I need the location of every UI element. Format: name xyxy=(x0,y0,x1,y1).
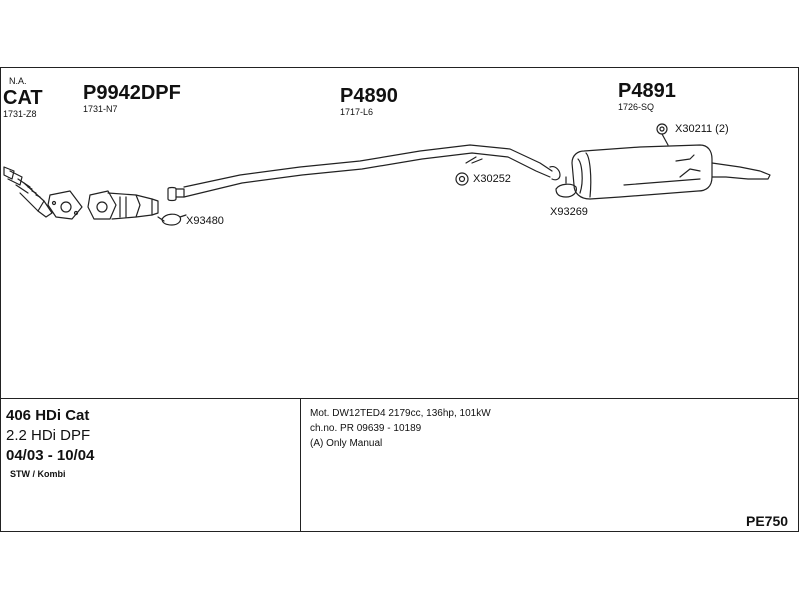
vehicle-model: 406 HDi Cat xyxy=(6,407,90,424)
gasket-front-icon xyxy=(47,190,83,220)
cat-code: 1731-Z8 xyxy=(3,109,37,119)
clamp-x93269-icon xyxy=(555,176,577,198)
callout-x93480[interactable]: X93480 xyxy=(186,215,224,227)
diagram-frame xyxy=(0,67,799,532)
vehicle-body: STW / Kombi xyxy=(10,469,66,479)
vehicle-years: 04/03 - 10/04 xyxy=(6,447,95,464)
callout-x30211[interactable]: X30211 (2) xyxy=(675,123,729,135)
reference-code: PE750 xyxy=(746,513,789,529)
part-code-center-pipe: 1717-L6 xyxy=(340,107,374,117)
callout-x93269[interactable]: X93269 xyxy=(550,206,588,218)
rear-muffler-icon xyxy=(571,144,771,200)
exhaust-system-diagram xyxy=(3,123,771,226)
cat-label: CAT xyxy=(3,87,43,109)
spec-motor: Mot. DW12TED4 2179cc, 136hp, 101kW xyxy=(310,408,491,419)
vehicle-engine: 2.2 HDi DPF xyxy=(6,427,91,444)
part-number-rear-muffler[interactable]: P4891 xyxy=(618,80,676,102)
na-label: N.A. xyxy=(9,76,27,86)
flex-pipe-icon xyxy=(3,166,53,218)
center-pipe-icon xyxy=(167,144,561,202)
part-number-center-pipe[interactable]: P4890 xyxy=(340,85,398,107)
spec-chassis: ch.no. PR 09639 - 10189 xyxy=(310,423,422,434)
callout-x30252[interactable]: X30252 xyxy=(473,173,511,185)
spec-note: (A) Only Manual xyxy=(310,438,383,449)
part-code-rear-muffler: 1726-SQ xyxy=(618,102,655,112)
divider-vertical xyxy=(300,398,301,532)
part-code-dpf: 1731-N7 xyxy=(83,104,118,114)
part-number-dpf[interactable]: P9942DPF xyxy=(83,82,181,104)
rubber-mount-x30252-icon xyxy=(455,156,483,186)
dpf-unit-icon xyxy=(87,190,159,220)
clamp-x93480-icon xyxy=(157,213,187,226)
rubber-mount-x30211-icon xyxy=(656,123,669,146)
divider-horizontal xyxy=(0,398,799,399)
